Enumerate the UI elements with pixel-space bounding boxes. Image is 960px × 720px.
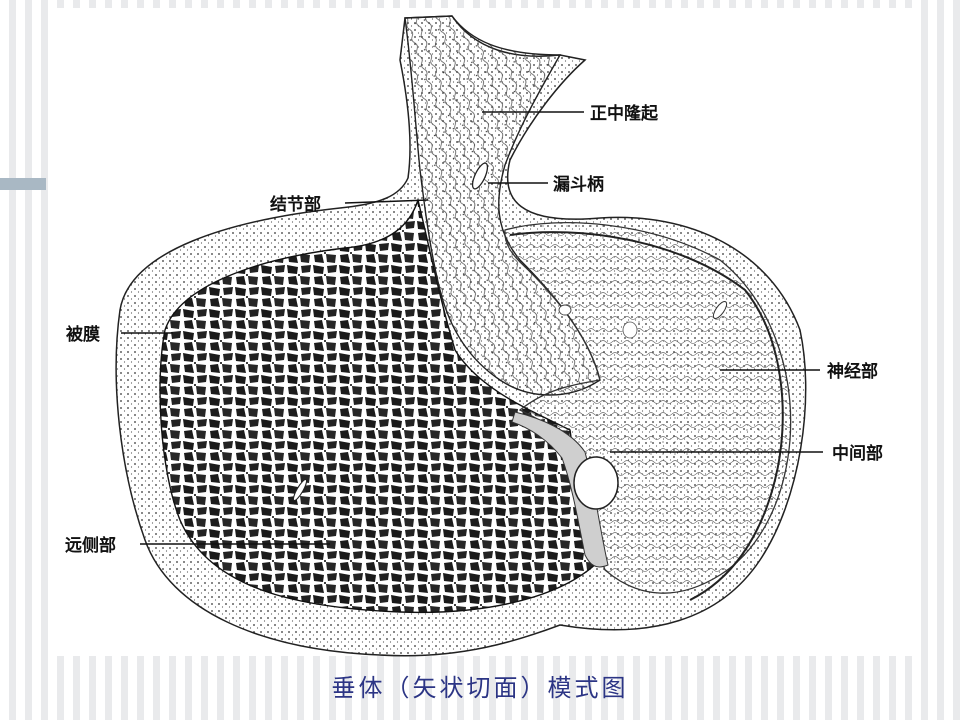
- label-median-eminence: 正中隆起: [590, 103, 659, 124]
- vessel: [292, 478, 308, 502]
- label-capsule: 被膜: [66, 324, 100, 345]
- vessel: [558, 304, 572, 316]
- pars-intermedia: [511, 411, 609, 568]
- label-pars-intermedia: 中间部: [832, 443, 883, 464]
- label-pars-tuberalis: 结节部: [270, 194, 321, 215]
- accent-bar: [0, 178, 46, 190]
- diagram-caption: 垂体（矢状切面）模式图: [331, 674, 629, 702]
- residual-cleft: [573, 456, 619, 510]
- vessel: [712, 300, 728, 320]
- vessel: [622, 321, 638, 339]
- label-pars-nervosa: 神经部: [827, 361, 878, 382]
- neural-lobe-boundary: [509, 231, 784, 601]
- label-pars-distalis: 远侧部: [65, 535, 116, 556]
- leader-lines: [121, 111, 823, 545]
- vessel: [471, 162, 489, 190]
- label-infundibular-stalk: 漏斗柄: [553, 174, 604, 195]
